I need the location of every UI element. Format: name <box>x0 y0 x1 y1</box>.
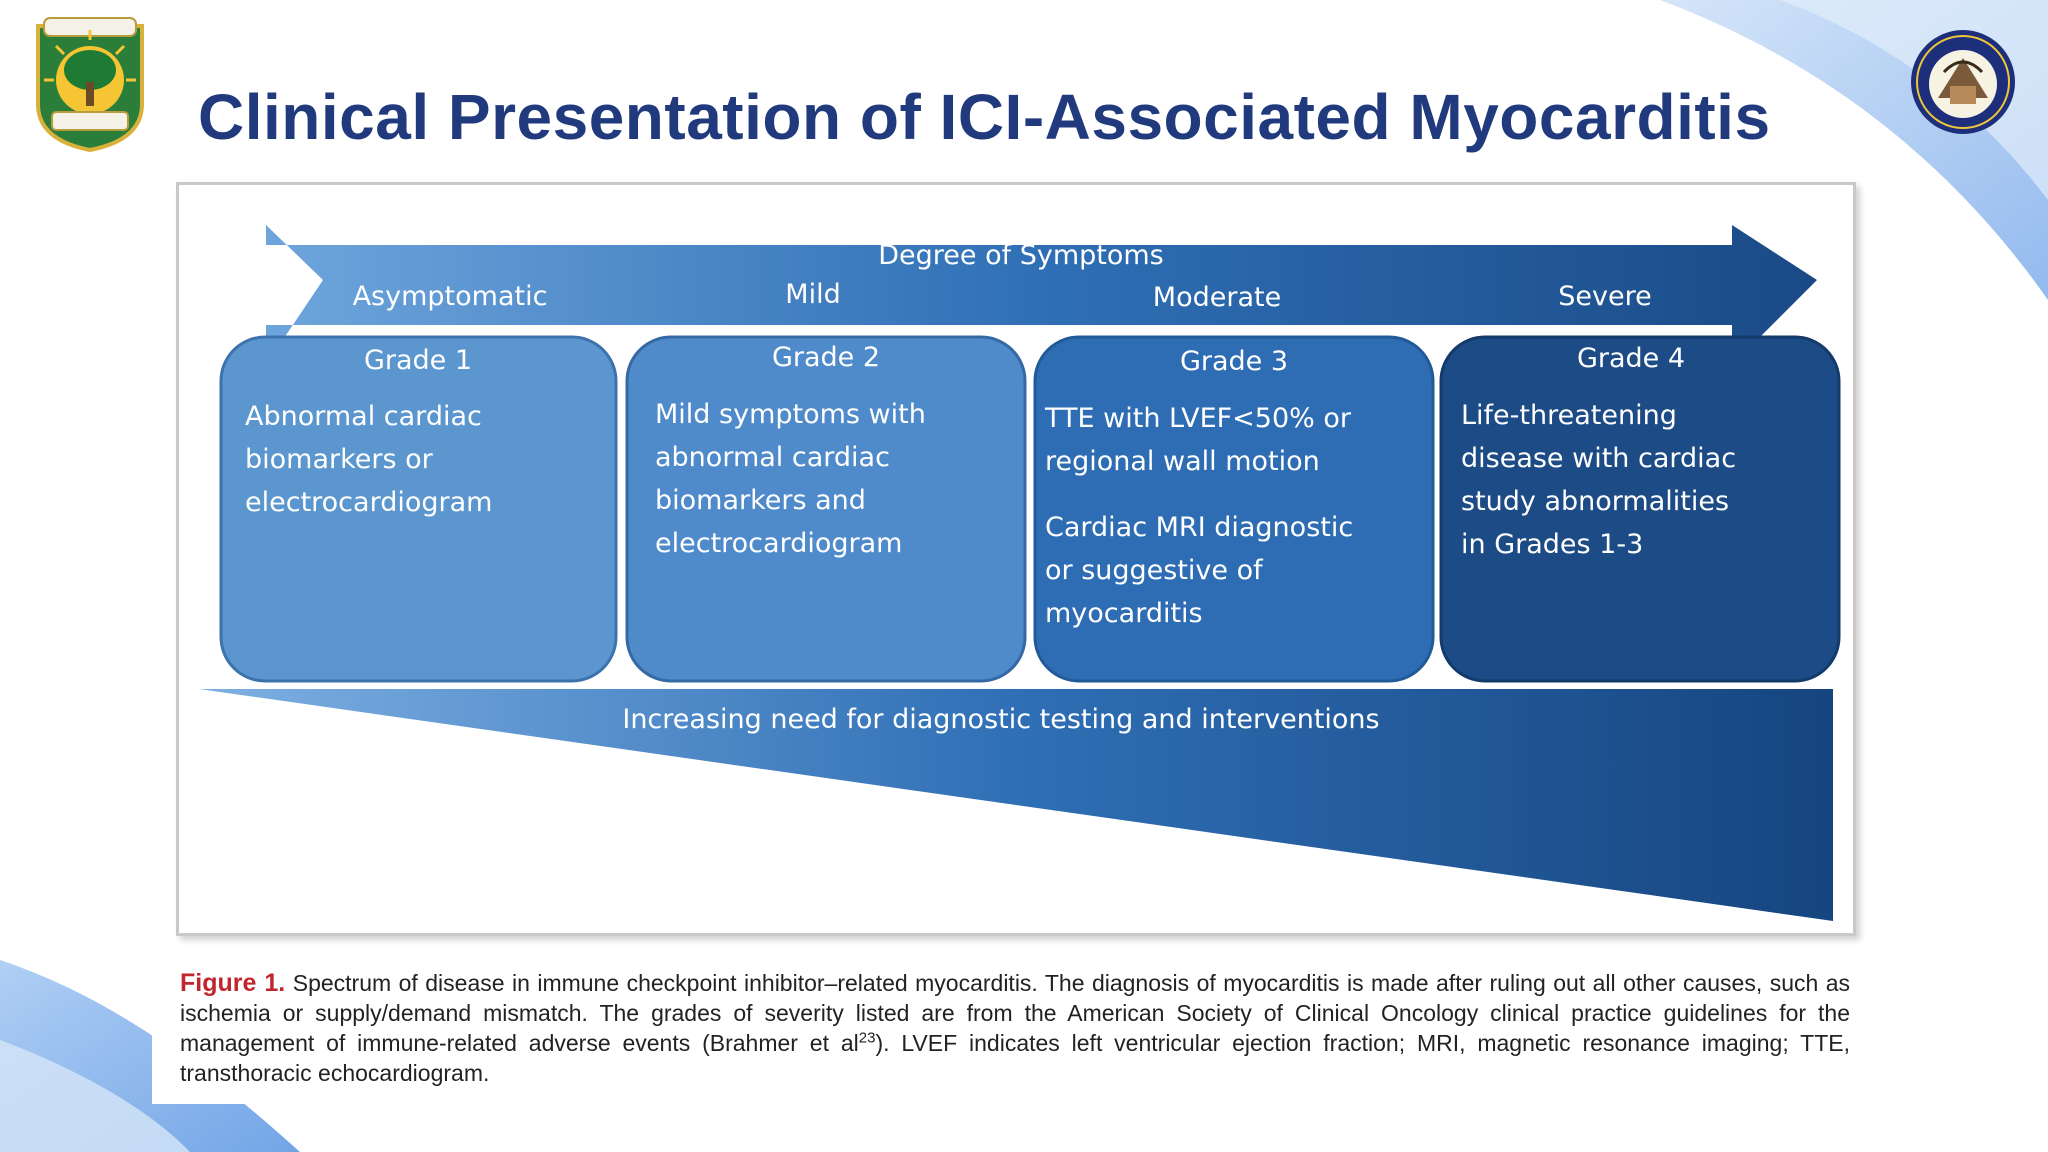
grade-4-line-1: Life-threatening <box>1461 400 1677 431</box>
grade-1-line-3: electrocardiogram <box>245 487 492 518</box>
figure-caption-box: Figure 1. Spectrum of disease in immune … <box>152 948 1874 1104</box>
slide-title: Clinical Presentation of ICI-Associated … <box>198 81 1771 153</box>
corner-swoosh-bottom-left-light <box>0 1040 190 1152</box>
degree-of-symptoms-arrow <box>266 225 1817 365</box>
grade-3-box: Grade 3 TTE with LVEF<50% or regional wa… <box>1033 335 1435 683</box>
severity-spectrum-diagram: Degree of Symptoms Asymptomatic Mild Mod… <box>199 225 1841 921</box>
grade-4-line-2: disease with cardiac <box>1461 443 1736 474</box>
grade-3-line-1: TTE with LVEF<50% or <box>1044 403 1352 434</box>
grade-1-title: Grade 1 <box>364 345 472 376</box>
grade-1-box: Grade 1 Abnormal cardiac biomarkers or e… <box>219 335 618 683</box>
grade-4-line-4: in Grades 1-3 <box>1461 529 1643 560</box>
increasing-need-wedge <box>199 689 1833 921</box>
grade-2-box: Grade 2 Mild symptoms with abnormal card… <box>625 335 1027 683</box>
severity-label-moderate: Moderate <box>1153 282 1281 313</box>
wedge-label: Increasing need for diagnostic testing a… <box>622 704 1379 735</box>
severity-label-severe: Severe <box>1558 281 1651 312</box>
arrow-label: Degree of Symptoms <box>878 240 1164 271</box>
grade-2-line-4: electrocardiogram <box>655 528 902 559</box>
figure-panel: Degree of Symptoms Asymptomatic Mild Mod… <box>176 182 1856 936</box>
grade-3-line-2: regional wall motion <box>1045 446 1320 477</box>
caption-reference: 23 <box>858 1029 876 1047</box>
grade-3-title: Grade 3 <box>1180 346 1288 377</box>
grade-1-line-1: Abnormal cardiac <box>245 401 482 432</box>
grade-3-line-3: Cardiac MRI diagnostic <box>1045 512 1353 543</box>
grade-2-title: Grade 2 <box>772 342 880 373</box>
regional-emblem-logo <box>36 17 144 152</box>
figure-label: Figure 1. <box>180 969 286 997</box>
hospital-seal-logo <box>1911 30 2015 134</box>
grade-4-box: Grade 4 Life-threatening disease with ca… <box>1439 335 1841 683</box>
grade-2-line-2: abnormal cardiac <box>655 442 890 473</box>
severity-label-mild: Mild <box>785 279 840 310</box>
caption-text: Spectrum of disease in immune checkpoint… <box>180 970 1851 1056</box>
caption-text-end: ). LVEF indicates left ventricular eject… <box>180 1030 1850 1086</box>
figure-caption: Figure 1. Spectrum of disease in immune … <box>180 968 1850 1088</box>
grade-3-line-4: or suggestive of <box>1045 555 1264 586</box>
grade-1-line-2: biomarkers or <box>245 444 434 475</box>
grade-3-line-5: myocarditis <box>1045 598 1203 629</box>
grade-4-line-3: study abnormalities <box>1461 486 1729 517</box>
severity-label-asymptomatic: Asymptomatic <box>353 281 548 312</box>
grade-2-line-3: biomarkers and <box>655 485 866 516</box>
grade-2-line-1: Mild symptoms with <box>655 399 926 430</box>
grade-4-title: Grade 4 <box>1577 343 1685 374</box>
